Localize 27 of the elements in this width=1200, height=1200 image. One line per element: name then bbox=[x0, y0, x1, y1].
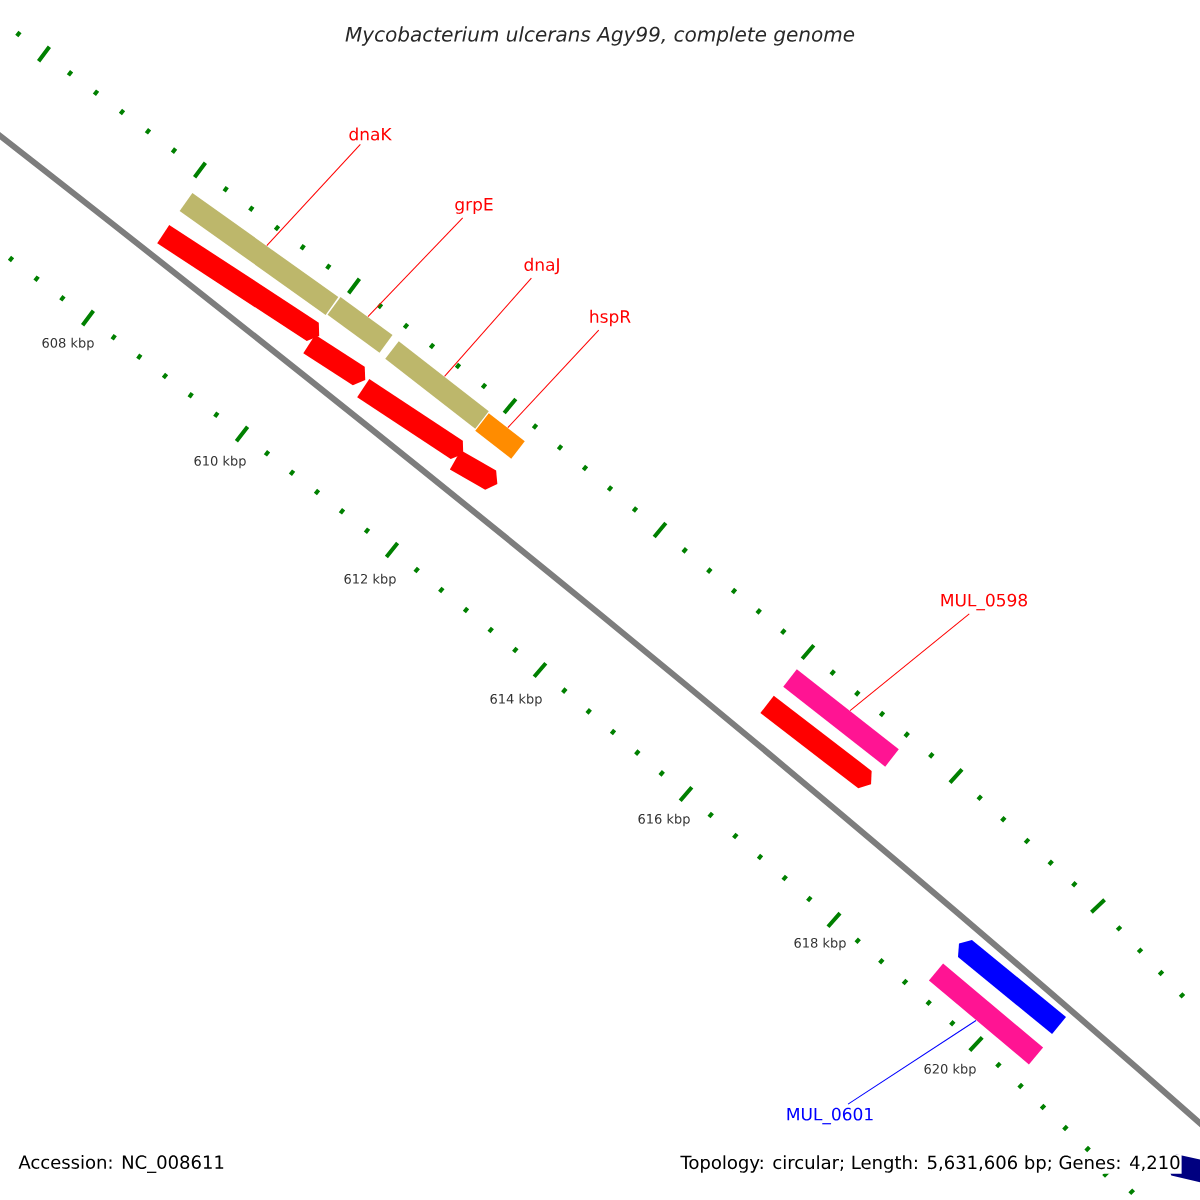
gene-bar bbox=[928, 963, 1044, 1065]
leader-line bbox=[444, 277, 532, 377]
leader-line bbox=[847, 1020, 977, 1105]
gene-bar bbox=[475, 413, 525, 459]
gene-feature bbox=[157, 224, 320, 342]
gene-bar bbox=[783, 669, 899, 767]
gene-feature bbox=[357, 378, 464, 460]
gene-feature bbox=[958, 939, 1067, 1035]
gene-feature bbox=[303, 334, 366, 386]
gene-feature bbox=[760, 695, 872, 789]
leader-line bbox=[507, 329, 600, 429]
gene-bar bbox=[327, 297, 393, 353]
gene-bar bbox=[179, 193, 339, 315]
gene-label: grpE bbox=[455, 198, 493, 214]
gene-label: dnaK bbox=[349, 127, 392, 141]
gene-label: hspR bbox=[590, 309, 631, 327]
gene-label: dnaJ bbox=[524, 257, 559, 275]
gene-label: MUL_0601 bbox=[787, 1107, 873, 1125]
title: Mycobacterium ulcerans Agy99, complete genome bbox=[345, 26, 855, 46]
gene-feature bbox=[449, 450, 498, 490]
leader-line bbox=[266, 143, 361, 247]
gene-bar bbox=[385, 341, 489, 429]
leader-line bbox=[367, 217, 464, 318]
gene-label: MUL_0598 bbox=[941, 593, 1027, 611]
accession-text: Accession: NC_008611 bbox=[18, 1155, 224, 1173]
genome-info-text: Topology: circular; Length: 5,631,606 bp; Genes: 4,210 bbox=[679, 1154, 1182, 1174]
leader-line bbox=[849, 613, 970, 712]
